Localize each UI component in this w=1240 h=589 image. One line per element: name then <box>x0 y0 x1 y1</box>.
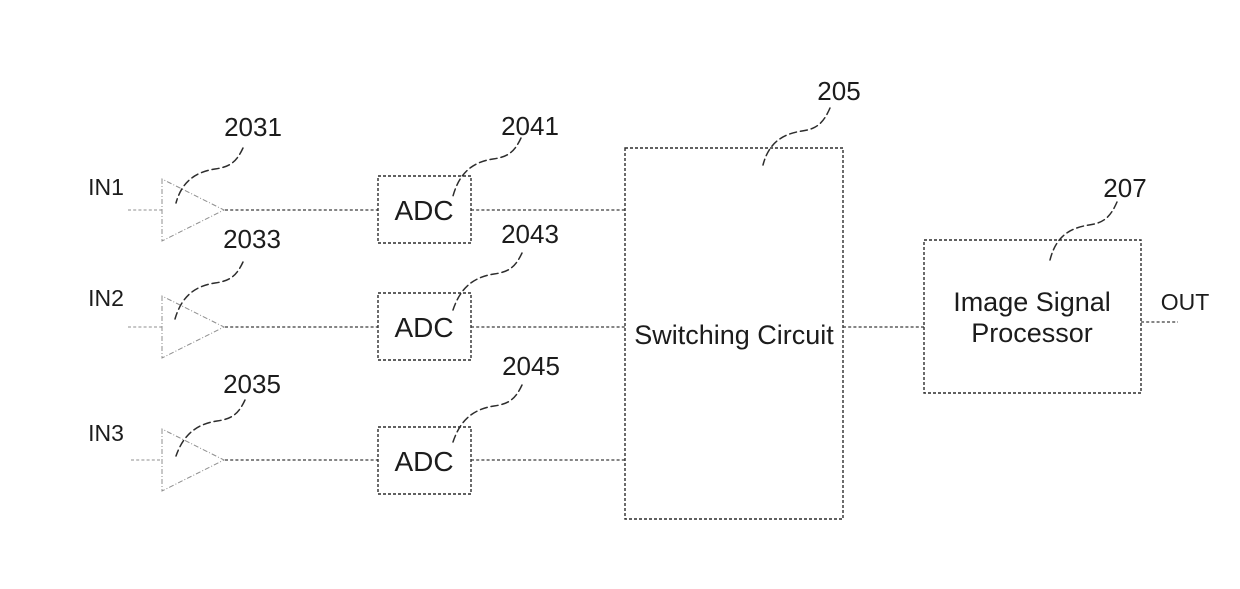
leader-line-2033 <box>174 261 244 320</box>
leader-line-207 <box>1049 201 1118 261</box>
switching-circuit-box <box>624 147 844 520</box>
ref-numeral-2045: 2045 <box>502 351 560 381</box>
output-label-out: OUT <box>1161 289 1210 315</box>
leader-line-2031 <box>175 147 244 204</box>
leader-line-2035 <box>175 399 246 457</box>
isp-label-line2: Processor <box>971 318 1093 348</box>
ref-numeral-205: 205 <box>817 76 860 106</box>
adc2-label: ADC <box>394 312 453 343</box>
leader-line-205 <box>762 107 831 166</box>
ref-numeral-2043: 2043 <box>501 219 559 249</box>
channel-3: IN3 2035 ADC 2045 <box>88 351 625 495</box>
switching-circuit-label: Switching Circuit <box>634 320 834 350</box>
amplifier-2-symbol <box>161 295 226 359</box>
ref-numeral-2035: 2035 <box>223 369 281 399</box>
input-label-in2: IN2 <box>88 285 124 311</box>
leader-line-2045 <box>452 384 523 443</box>
amplifier-3-symbol <box>161 428 226 492</box>
ref-numeral-2041: 2041 <box>501 111 559 141</box>
channel-2: IN2 2033 ADC 2043 <box>88 219 625 361</box>
isp-label-line1: Image Signal <box>953 287 1111 317</box>
adc1-label: ADC <box>394 195 453 226</box>
amplifier-1-symbol <box>161 178 226 242</box>
image-signal-processor-block: Image Signal Processor 207 <box>923 173 1147 394</box>
channel-1: IN1 2031 ADC 2041 <box>88 111 625 244</box>
ref-numeral-2033: 2033 <box>223 224 281 254</box>
ref-numeral-207: 207 <box>1103 173 1146 203</box>
adc3-label: ADC <box>394 446 453 477</box>
leader-line-2043 <box>452 252 523 311</box>
switching-circuit-block: Switching Circuit 205 <box>624 76 861 520</box>
input-label-in1: IN1 <box>88 174 124 200</box>
leader-line-2041 <box>452 137 522 197</box>
ref-numeral-2031: 2031 <box>224 112 282 142</box>
input-label-in3: IN3 <box>88 420 124 446</box>
